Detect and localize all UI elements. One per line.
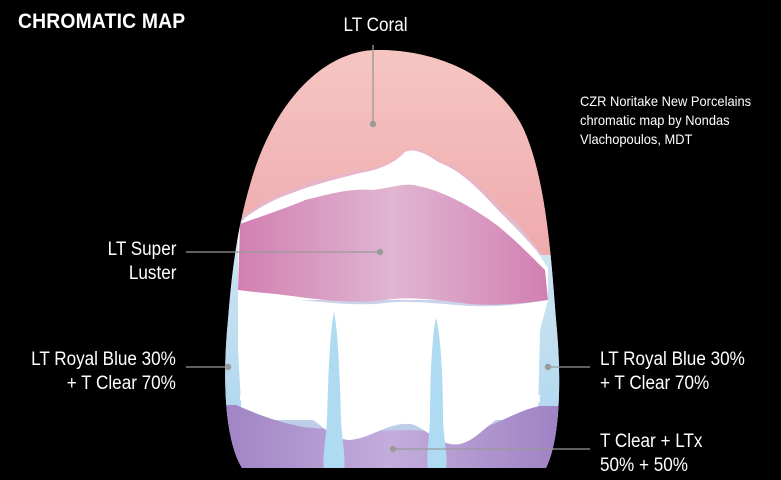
dot-lt-super-luster: [377, 249, 383, 255]
dot-royal-blue-left: [225, 364, 231, 370]
dot-royal-blue-right: [545, 364, 551, 370]
label-t-clear-ltx: T Clear + LTx 50% + 50%: [600, 430, 702, 478]
label-royal-blue-left-line1: LT Royal Blue 30%: [31, 348, 176, 372]
label-royal-blue-right: LT Royal Blue 30% + T Clear 70%: [600, 348, 745, 396]
label-royal-blue-right-line1: LT Royal Blue 30%: [600, 348, 745, 372]
label-t-clear-ltx-line2: 50% + 50%: [600, 454, 702, 478]
label-royal-blue-left: LT Royal Blue 30% + T Clear 70%: [31, 348, 176, 396]
dot-t-clear-ltx: [390, 446, 396, 452]
label-lt-super-luster: LT Super Luster: [107, 238, 176, 286]
label-royal-blue-left-line2: + T Clear 70%: [31, 372, 176, 396]
label-lt-super-luster-line1: LT Super: [107, 238, 176, 262]
label-lt-super-luster-line2: Luster: [107, 262, 176, 286]
label-t-clear-ltx-line1: T Clear + LTx: [600, 430, 702, 454]
label-royal-blue-right-line2: + T Clear 70%: [600, 372, 745, 396]
label-lt-coral: LT Coral: [344, 14, 408, 38]
dot-lt-coral: [370, 121, 376, 127]
